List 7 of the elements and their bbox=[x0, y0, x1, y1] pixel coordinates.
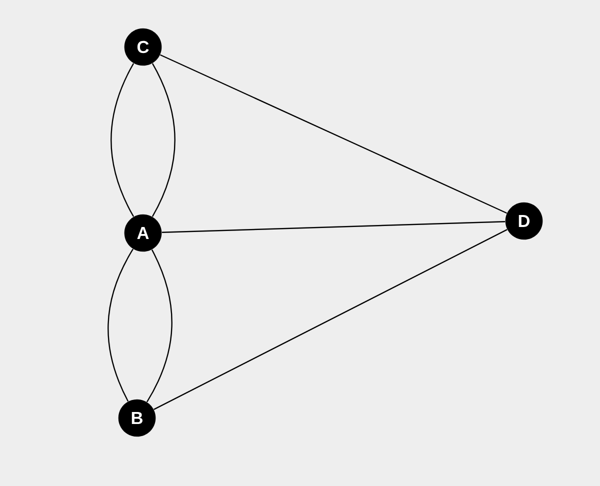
edge-line bbox=[162, 221, 506, 233]
edge-line bbox=[110, 63, 134, 217]
edge-line bbox=[146, 249, 172, 402]
edge-line bbox=[154, 229, 508, 410]
edge-line bbox=[108, 248, 134, 402]
edge-line bbox=[160, 54, 508, 214]
edge-line bbox=[152, 63, 176, 217]
